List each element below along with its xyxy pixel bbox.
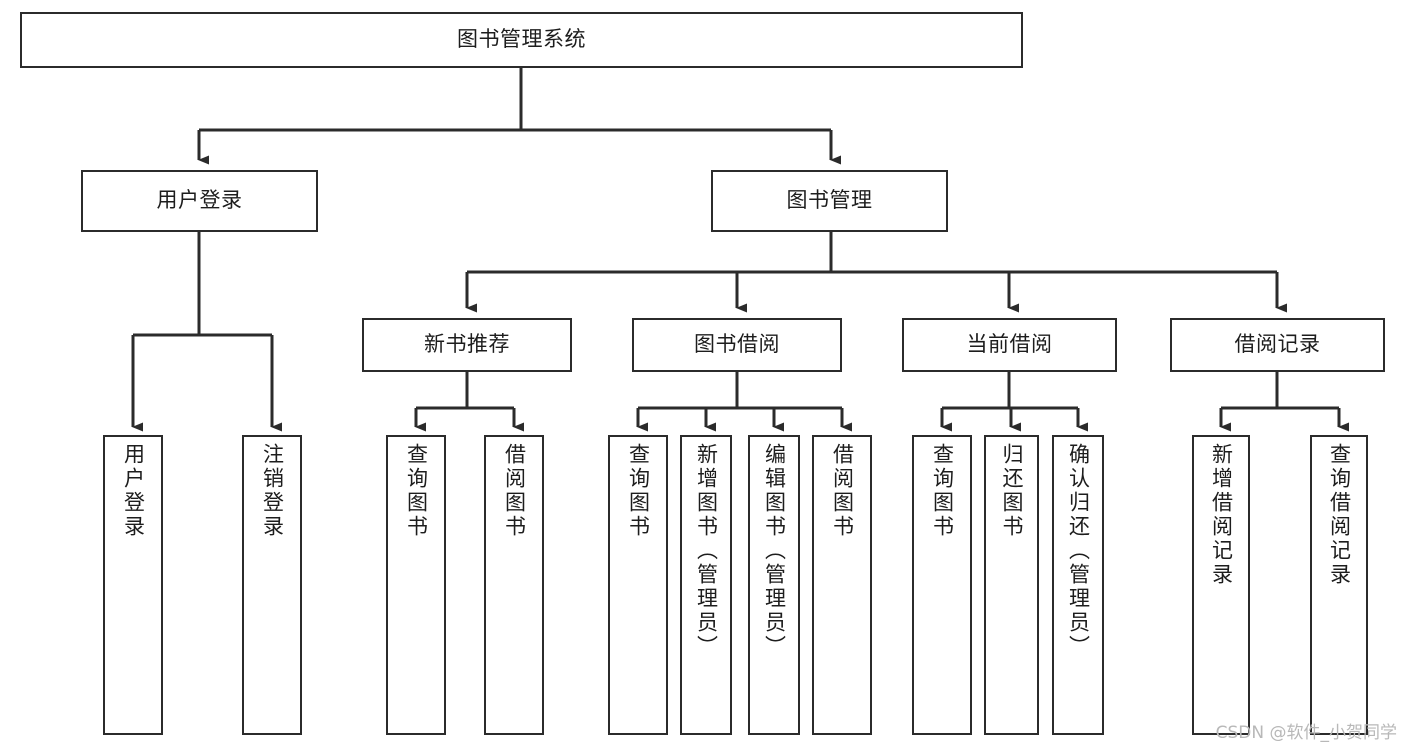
node-label: 用户登录	[121, 443, 146, 539]
node-label: 图书管理	[786, 188, 873, 213]
node-label: 当前借阅	[966, 332, 1053, 357]
node-label: 确认归还（管理员）	[1066, 443, 1091, 659]
leaf-node-query-book-borrow[interactable]: 查询图书	[608, 435, 668, 735]
leaf-node-return-book[interactable]: 归还图书	[984, 435, 1039, 735]
node-book-management[interactable]: 图书管理	[711, 170, 948, 232]
leaf-node-query-borrow-record[interactable]: 查询借阅记录	[1310, 435, 1368, 735]
node-label: 查询图书	[626, 443, 651, 539]
node-borrow-record[interactable]: 借阅记录	[1170, 318, 1385, 372]
node-label: 查询图书	[930, 443, 955, 539]
node-label: 注销登录	[260, 443, 285, 539]
node-label: 新书推荐	[424, 332, 510, 357]
node-user-login[interactable]: 用户登录	[81, 170, 318, 232]
node-label: 归还图书	[999, 443, 1024, 539]
node-label: 查询图书	[404, 443, 429, 539]
node-label: 借阅图书	[830, 443, 855, 539]
leaf-node-borrow-book-recommend[interactable]: 借阅图书	[484, 435, 544, 735]
leaf-node-query-book-current[interactable]: 查询图书	[912, 435, 972, 735]
node-label: 编辑图书（管理员）	[762, 443, 787, 659]
leaf-node-query-book-recommend[interactable]: 查询图书	[386, 435, 446, 735]
node-book-borrow[interactable]: 图书借阅	[632, 318, 842, 372]
leaf-node-add-book-admin[interactable]: 新增图书（管理员）	[680, 435, 732, 735]
node-label: 图书管理系统	[457, 27, 586, 52]
leaf-node-user-login[interactable]: 用户登录	[103, 435, 163, 735]
watermark-text: CSDN @软件_小贺同学	[1215, 723, 1397, 743]
node-label: 新增图书（管理员）	[694, 443, 719, 659]
node-label: 用户登录	[156, 188, 243, 213]
leaf-node-confirm-return-admin[interactable]: 确认归还（管理员）	[1052, 435, 1104, 735]
leaf-node-add-borrow-record[interactable]: 新增借阅记录	[1192, 435, 1250, 735]
leaf-node-edit-book-admin[interactable]: 编辑图书（管理员）	[748, 435, 800, 735]
node-book-management-system[interactable]: 图书管理系统	[20, 12, 1023, 68]
node-label: 查询借阅记录	[1327, 443, 1352, 587]
node-label: 新增借阅记录	[1209, 443, 1234, 587]
node-label: 借阅记录	[1234, 332, 1321, 357]
leaf-node-borrow-book[interactable]: 借阅图书	[812, 435, 872, 735]
node-current-borrow[interactable]: 当前借阅	[902, 318, 1117, 372]
leaf-node-user-logout[interactable]: 注销登录	[242, 435, 302, 735]
node-label: 图书借阅	[694, 332, 780, 357]
node-new-book-recommend[interactable]: 新书推荐	[362, 318, 572, 372]
node-label: 借阅图书	[502, 443, 527, 539]
